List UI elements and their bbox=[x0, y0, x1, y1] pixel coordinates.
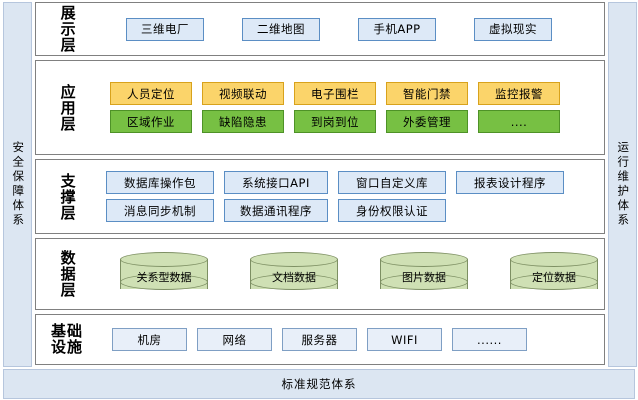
layer-row: 关系型数据 文档数据 图片数据 定位数据 bbox=[98, 252, 598, 296]
node-application[interactable]: 区域作业 bbox=[110, 110, 192, 133]
cylinder-top bbox=[250, 252, 338, 267]
layer-label-infrastructure: 基础设施 bbox=[36, 315, 98, 364]
cylinder-label: 关系型数据 bbox=[136, 271, 192, 284]
data-cylinder[interactable]: 定位数据 bbox=[510, 252, 598, 296]
cylinder-bottom bbox=[250, 274, 338, 290]
data-cylinder[interactable]: 文档数据 bbox=[250, 252, 338, 296]
layer-support: 支撑层 数据库操作包系统接口API 窗口自定义库报表设计程序消息同步机制数据通讯程序… bbox=[35, 159, 605, 234]
layer-presentation: 展示层 三维电厂 二维地图 手机APP 虚拟现实 bbox=[35, 2, 605, 56]
layer-label-support: 支撑层 bbox=[36, 160, 98, 233]
layer-label-presentation: 展示层 bbox=[36, 3, 98, 55]
cylinder-top bbox=[380, 252, 468, 267]
right-pillar-label: 运行维护体系 bbox=[616, 141, 631, 228]
node-application[interactable]: 监控报警 bbox=[478, 82, 560, 105]
node-presentation[interactable]: 三维电厂 bbox=[126, 17, 204, 41]
node-infrastructure[interactable]: WIFI bbox=[367, 328, 442, 351]
standards-bar: 标准规范体系 bbox=[3, 369, 635, 399]
node-application[interactable]: 视频联动 bbox=[202, 82, 284, 105]
node-infrastructure[interactable]: ...... bbox=[452, 328, 527, 351]
layer-row: 三维电厂 二维地图 手机APP 虚拟现实 bbox=[98, 17, 598, 41]
layer-row: 机房网络服务器 WIFI...... bbox=[98, 328, 598, 351]
cylinder-top bbox=[510, 252, 598, 267]
layer-label-text: 数据层 bbox=[58, 250, 77, 298]
cylinder-bottom bbox=[120, 274, 208, 290]
layer-label-text: 应用层 bbox=[58, 83, 77, 132]
node-application[interactable]: .... bbox=[478, 110, 560, 133]
node-support[interactable]: 数据库操作包 bbox=[106, 171, 214, 194]
node-support[interactable]: 消息同步机制 bbox=[106, 199, 214, 222]
node-support[interactable]: 身份权限认证 bbox=[338, 199, 446, 222]
layer-label-application: 应用层 bbox=[36, 61, 98, 154]
node-presentation[interactable]: 虚拟现实 bbox=[474, 17, 552, 41]
node-application[interactable]: 外委管理 bbox=[386, 110, 468, 133]
right-pillar-operations-system: 运行维护体系 bbox=[608, 2, 637, 367]
layer-row: 人员定位视频联动电子围栏智能门禁监控报警 bbox=[98, 82, 598, 105]
layer-label-text: 展示层 bbox=[58, 5, 77, 53]
node-support[interactable]: 窗口自定义库 bbox=[338, 171, 446, 194]
layer-body-infrastructure: 机房网络服务器 WIFI...... bbox=[98, 315, 604, 364]
node-application[interactable]: 人员定位 bbox=[110, 82, 192, 105]
cylinder-label: 图片数据 bbox=[402, 271, 446, 284]
node-infrastructure[interactable]: 机房 bbox=[112, 328, 187, 351]
node-application[interactable]: 到岗到位 bbox=[294, 110, 376, 133]
layer-label-text: 支撑层 bbox=[58, 172, 77, 221]
layer-row: 数据库操作包系统接口API 窗口自定义库报表设计程序 bbox=[98, 171, 598, 194]
layer-label-line: 设施 bbox=[50, 337, 83, 356]
node-application[interactable]: 智能门禁 bbox=[386, 82, 468, 105]
layer-label-line: 基础 bbox=[50, 321, 83, 340]
node-support[interactable]: 数据通讯程序 bbox=[224, 199, 328, 222]
data-cylinder[interactable]: 图片数据 bbox=[380, 252, 468, 296]
layer-row: 消息同步机制数据通讯程序身份权限认证 bbox=[98, 199, 598, 222]
cylinder-label: 定位数据 bbox=[532, 271, 576, 284]
data-cylinder[interactable]: 关系型数据 bbox=[120, 252, 208, 296]
cylinder-bottom bbox=[380, 274, 468, 290]
layer-application: 应用层人员定位视频联动电子围栏智能门禁监控报警区域作业缺陷隐患到岗到位外委管理.… bbox=[35, 60, 605, 155]
left-pillar-security-system: 安全保障体系 bbox=[3, 2, 32, 367]
layer-label-data: 数据层 bbox=[36, 239, 98, 309]
node-presentation[interactable]: 手机APP bbox=[358, 17, 436, 41]
layer-row: 区域作业缺陷隐患到岗到位外委管理.... bbox=[98, 110, 598, 133]
cylinder-top bbox=[120, 252, 208, 267]
standards-bar-label: 标准规范体系 bbox=[281, 377, 357, 391]
node-infrastructure[interactable]: 服务器 bbox=[282, 328, 357, 351]
layer-data: 数据层 关系型数据 文档数据 图片数据 定位数据 bbox=[35, 238, 605, 310]
layer-body-support: 数据库操作包系统接口API 窗口自定义库报表设计程序消息同步机制数据通讯程序身份权… bbox=[98, 160, 604, 233]
left-pillar-label: 安全保障体系 bbox=[11, 141, 26, 228]
node-support[interactable]: 报表设计程序 bbox=[456, 171, 564, 194]
cylinder-label: 文档数据 bbox=[272, 271, 316, 284]
layer-body-presentation: 三维电厂 二维地图 手机APP 虚拟现实 bbox=[98, 3, 604, 55]
node-application[interactable]: 电子围栏 bbox=[294, 82, 376, 105]
layer-body-application: 人员定位视频联动电子围栏智能门禁监控报警区域作业缺陷隐患到岗到位外委管理.... bbox=[98, 61, 604, 154]
node-presentation[interactable]: 二维地图 bbox=[242, 17, 320, 41]
layer-body-data: 关系型数据 文档数据 图片数据 定位数据 bbox=[98, 239, 604, 309]
node-support[interactable]: 系统接口API bbox=[224, 171, 328, 194]
node-application[interactable]: 缺陷隐患 bbox=[202, 110, 284, 133]
node-infrastructure[interactable]: 网络 bbox=[197, 328, 272, 351]
cylinder-bottom bbox=[510, 274, 598, 290]
